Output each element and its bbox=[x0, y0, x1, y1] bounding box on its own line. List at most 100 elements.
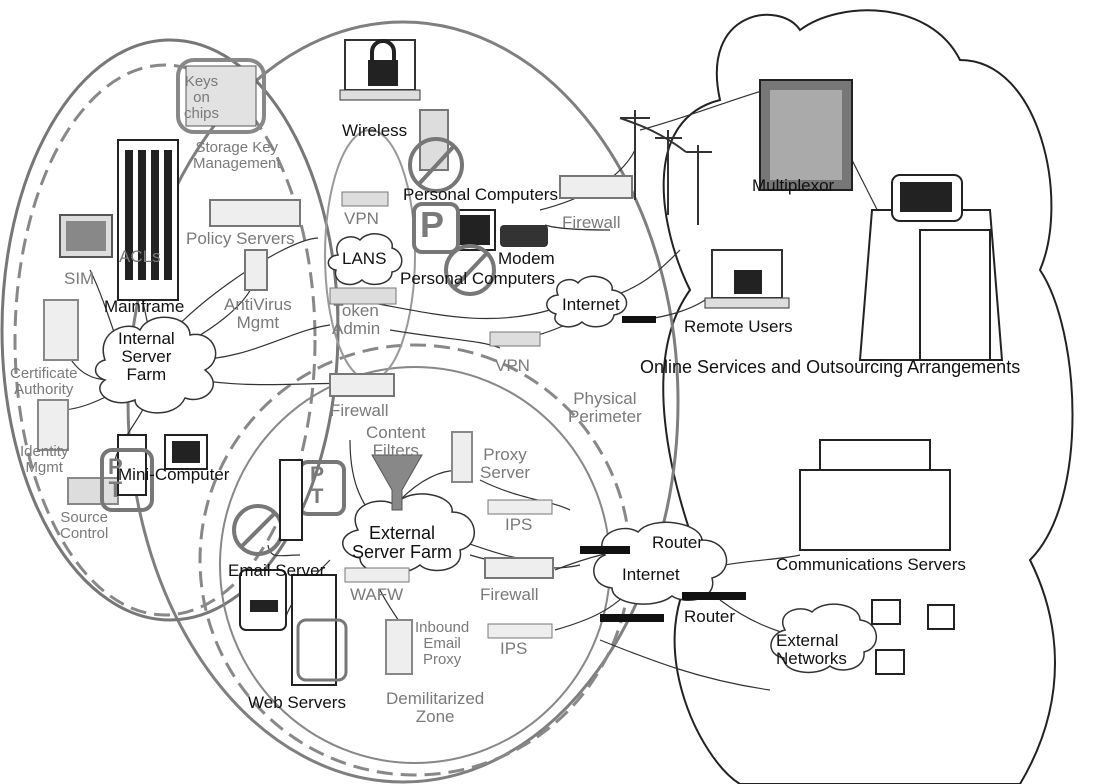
personal-computers-label-1: Personal Computers bbox=[403, 185, 558, 204]
remote-users-laptop-icon bbox=[704, 249, 790, 309]
web-servers-label: Web Servers bbox=[248, 693, 346, 712]
vpn-device-bottom bbox=[489, 331, 541, 347]
antivirus-line-1: AntiVirus bbox=[224, 295, 292, 314]
inbound-line-1: Inbound bbox=[415, 619, 470, 636]
source-line-2: Control bbox=[60, 524, 109, 542]
external-pcs-icon bbox=[871, 599, 955, 675]
certificate-line-2: Authority bbox=[14, 380, 74, 398]
remote-users-label: Remote Users bbox=[684, 317, 793, 336]
source-control-icon bbox=[67, 477, 119, 505]
token-admin-label: Token Admin bbox=[332, 302, 380, 338]
ips-bottom-label: IPS bbox=[500, 639, 528, 658]
antivirus-server-icon bbox=[244, 249, 268, 291]
certificate-line-1: Certificate bbox=[10, 365, 78, 382]
email-server-label: Email Server bbox=[228, 561, 326, 580]
external-net-line-2: Networks bbox=[776, 648, 847, 668]
external-server-farm-label: External Server Farm bbox=[352, 524, 452, 562]
online-services-label: Online Services and Outsourcing Arrangem… bbox=[640, 357, 1021, 377]
inbound-email-proxy-device bbox=[385, 619, 413, 675]
storage-device-icon bbox=[185, 65, 257, 127]
p-badge-label: P bbox=[420, 204, 445, 245]
identity-line-1: Identity bbox=[20, 443, 69, 460]
external-networks-cloud bbox=[770, 603, 878, 674]
external-networks-label: External Networks bbox=[776, 632, 847, 668]
pt-internal-p: P bbox=[108, 454, 123, 479]
pt-badge-internal-label: P T bbox=[108, 455, 123, 501]
content-line-1: Content bbox=[366, 423, 426, 442]
ips-top-label: IPS bbox=[505, 515, 533, 534]
internal-server-farm-cloud bbox=[94, 316, 217, 414]
keys-on-chips-label: Keys on chips bbox=[184, 74, 219, 121]
pt-internal-t: T bbox=[108, 477, 123, 503]
firewall-device-top bbox=[559, 175, 633, 199]
p-badge-perimeter bbox=[412, 202, 460, 254]
pt-badge-internal bbox=[100, 448, 154, 512]
antivirus-mgmt-label: AntiVirus Mgmt bbox=[224, 296, 292, 332]
acls-label: ACLs bbox=[119, 247, 161, 266]
email-server-device bbox=[279, 459, 303, 541]
internal-zone-boundary bbox=[0, 38, 340, 622]
keys-on-chips-line-3: chips bbox=[184, 104, 220, 122]
internal-farm-line-2: Server bbox=[121, 346, 172, 366]
router-bars bbox=[580, 316, 746, 622]
token-line-1: Token bbox=[333, 301, 379, 320]
personal-computers-label-2: Personal Computers bbox=[400, 269, 555, 288]
internal-server-farm-label: Internal Server Farm bbox=[118, 330, 175, 384]
inbound-line-2: Email bbox=[423, 634, 461, 652]
lans-cloud bbox=[327, 233, 403, 286]
internet-top-label: Internet bbox=[562, 295, 620, 314]
source-line-1: Source bbox=[60, 509, 108, 526]
storage-key-line-1: Storage Key bbox=[195, 139, 279, 156]
proxy-line-1: Proxy bbox=[483, 445, 527, 464]
internet-bottom-label: Internet bbox=[622, 565, 680, 584]
lans-label: LANS bbox=[342, 249, 387, 268]
wafw-device bbox=[344, 567, 410, 583]
pt-badge-dmz-label: P T bbox=[310, 463, 324, 509]
internal-farm-line-1: Internal bbox=[118, 329, 175, 348]
proxy-server-label: Proxy Server bbox=[480, 446, 530, 482]
source-control-label: Source Control bbox=[60, 510, 108, 542]
dmz-line-1: Demilitarized bbox=[386, 689, 485, 708]
internal-farm-line-3: Farm bbox=[126, 364, 167, 384]
external-net-line-1: External bbox=[776, 631, 839, 650]
wireless-laptop-icon bbox=[339, 39, 421, 101]
dmz-line-2: Zone bbox=[415, 706, 455, 726]
dmz-firewall-device bbox=[329, 373, 395, 397]
content-filter-funnel-icon bbox=[371, 454, 423, 511]
sim-label: SIM bbox=[64, 269, 95, 288]
certificate-authority-label: Certificate Authority bbox=[10, 366, 78, 398]
utility-poles-icon bbox=[619, 110, 712, 225]
internal-dashed-boundary bbox=[13, 63, 317, 617]
identity-line-2: Mgmt bbox=[25, 458, 63, 476]
wireless-label: Wireless bbox=[342, 121, 408, 140]
pt-dmz-t: T bbox=[310, 485, 324, 509]
online-services-cloud bbox=[662, 9, 1074, 784]
policy-server-icon bbox=[209, 199, 301, 227]
multiplexor-label: Multiplexor bbox=[752, 176, 835, 195]
modem-label: Modem bbox=[498, 249, 555, 268]
vpn-device-top bbox=[341, 191, 389, 207]
ips-device-top bbox=[487, 499, 553, 515]
physical-line-1: Physical bbox=[573, 389, 637, 408]
mainframe-label: Mainframe bbox=[104, 297, 185, 316]
firewall-top-label: Firewall bbox=[562, 213, 621, 232]
physical-perimeter-label: Physical Perimeter bbox=[568, 390, 642, 426]
external-farm-line-1: External bbox=[368, 523, 436, 543]
wafw-label: WAFW bbox=[350, 585, 404, 604]
keys-on-chips-line-1: Keys bbox=[184, 73, 219, 90]
proxy-line-2: Server bbox=[480, 462, 531, 482]
inbound-line-3: Proxy bbox=[422, 650, 462, 668]
mini-computer-icon bbox=[117, 434, 208, 496]
content-line-2: Filters bbox=[372, 440, 419, 460]
firewall-lower-label: Firewall bbox=[480, 585, 539, 604]
mainframe-icon bbox=[117, 139, 179, 301]
keys-on-chips-line-2: on bbox=[193, 88, 210, 106]
storage-key-management-label: Storage Key Management bbox=[193, 140, 281, 172]
storage-key-line-2: Management bbox=[193, 154, 281, 172]
certificate-server-icon bbox=[43, 299, 79, 361]
vpn-top-label: VPN bbox=[344, 209, 379, 228]
content-filters-label: Content Filters bbox=[366, 424, 426, 460]
keys-on-chips-box bbox=[176, 58, 266, 134]
router-top-label: Router bbox=[652, 533, 704, 552]
